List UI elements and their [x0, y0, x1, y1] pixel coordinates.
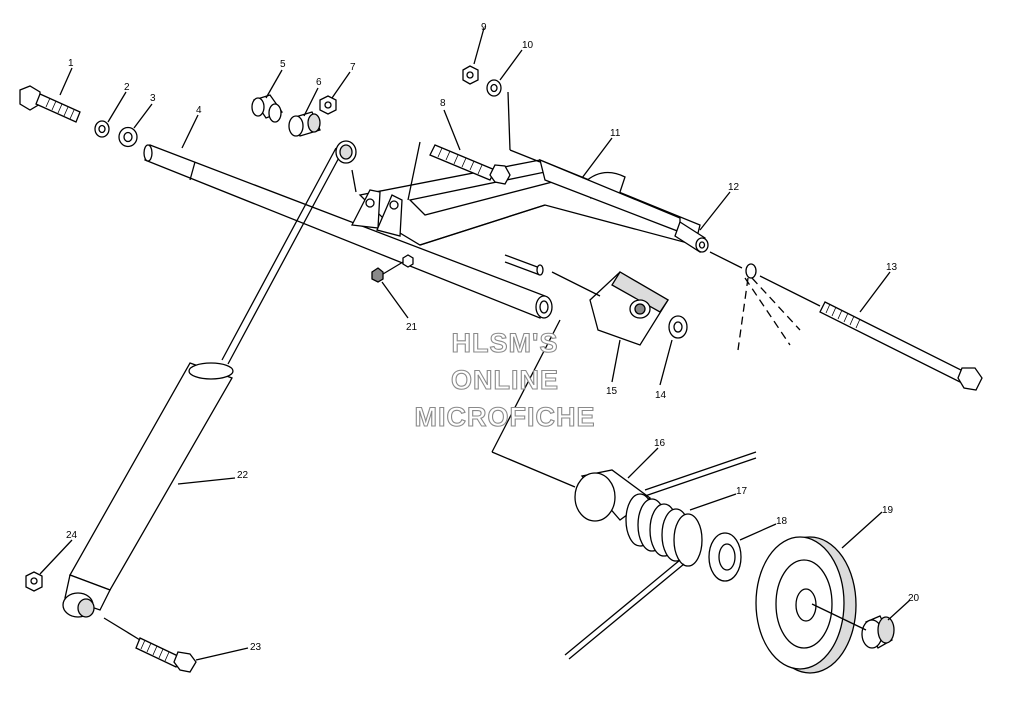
callout-8: 8 — [440, 98, 446, 109]
leader-lines — [39, 27, 911, 661]
callout-4: 4 — [196, 105, 202, 116]
callout-15: 15 — [606, 386, 618, 397]
callout-14: 14 — [655, 390, 667, 401]
part-nut-21 — [371, 254, 414, 283]
callout-7: 7 — [350, 62, 356, 73]
part-bushing-5 — [251, 94, 284, 123]
part-nut-7 — [319, 95, 337, 115]
part-bushing-12 — [674, 221, 709, 253]
callout-18: 18 — [776, 516, 788, 527]
callout-21: 21 — [406, 322, 418, 333]
callout-20: 20 — [908, 593, 920, 604]
part-block-15 — [589, 271, 669, 346]
part-washer-2 — [94, 120, 110, 138]
watermark: HLSM'S ONLINE MICROFICHE — [414, 327, 596, 432]
callout-24: 24 — [66, 530, 78, 541]
callout-3: 3 — [150, 93, 156, 104]
callout-2: 2 — [124, 82, 130, 93]
part-bolt-23 — [135, 637, 197, 673]
part-spacer-6 — [288, 111, 321, 137]
callout-11: 11 — [610, 128, 621, 139]
part-dashed-guide — [737, 263, 801, 351]
part-nut-9 — [462, 65, 479, 85]
callout-16: 16 — [654, 438, 666, 449]
part-washer-3 — [118, 126, 138, 148]
callout-6: 6 — [316, 77, 322, 88]
part-arm-11 — [358, 158, 701, 276]
part-shock-22 — [62, 140, 357, 618]
callout-10: 10 — [522, 40, 534, 51]
part-wheel-19 — [755, 536, 857, 674]
part-bolt-8 — [429, 144, 511, 185]
part-washer-18 — [708, 532, 742, 582]
watermark-line-1: HLSM'S — [452, 328, 559, 358]
part-spring-17 — [564, 493, 703, 660]
watermark-line-2: ONLINE — [451, 365, 559, 395]
callout-1: 1 — [68, 58, 74, 69]
part-spring-16 — [574, 451, 757, 522]
callout-19: 19 — [882, 505, 894, 516]
callout-22: 22 — [237, 470, 249, 481]
part-shaft-4 — [143, 144, 553, 319]
callout-9: 9 — [481, 22, 487, 33]
callout-12: 12 — [728, 182, 740, 193]
part-bolt-13 — [819, 301, 983, 391]
callout-13: 13 — [886, 262, 898, 273]
callout-23: 23 — [250, 642, 262, 653]
part-bearing-20 — [861, 615, 895, 649]
part-nut-24 — [25, 571, 43, 592]
callout-5: 5 — [280, 59, 286, 70]
callout-labels: 1 2 3 4 5 6 7 8 9 10 11 12 13 14 15 16 1… — [66, 22, 920, 653]
part-bracket — [350, 189, 403, 237]
part-washer-14 — [668, 315, 688, 339]
part-washer-10 — [486, 79, 502, 97]
part-bolt-1 — [19, 85, 81, 123]
watermark-line-3: MICROFICHE — [415, 402, 596, 432]
callout-17: 17 — [736, 486, 748, 497]
